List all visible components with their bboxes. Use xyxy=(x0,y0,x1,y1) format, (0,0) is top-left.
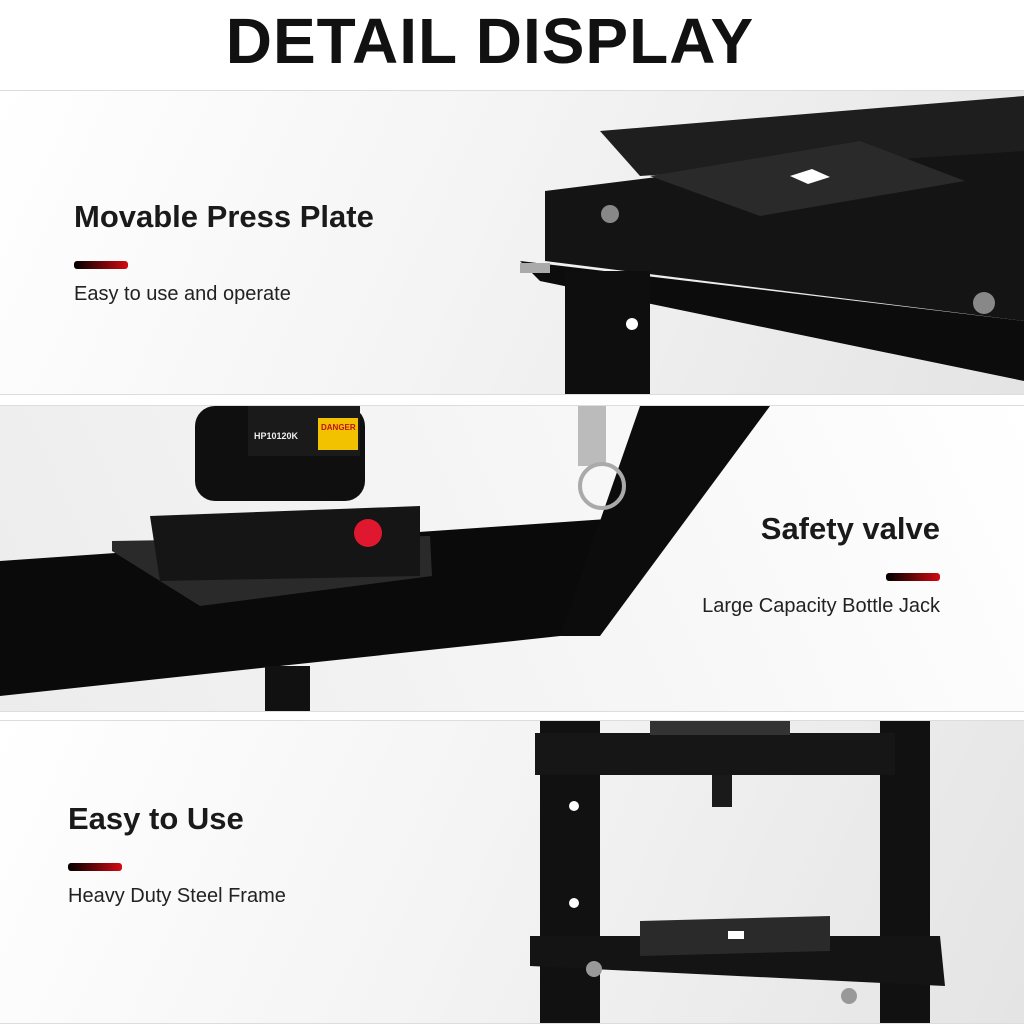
feature-panel-steel-frame: Easy to Use Heavy Duty Steel Frame xyxy=(0,720,1024,1024)
feature-subtitle: Large Capacity Bottle Jack xyxy=(702,595,940,617)
feature-subtitle: Easy to use and operate xyxy=(74,283,291,305)
jack-warning-sticker xyxy=(318,418,358,450)
bottle-jack-image: HP10120K DANGER xyxy=(0,406,770,711)
feature-heading: Movable Press Plate xyxy=(74,199,374,234)
accent-bar xyxy=(68,863,122,871)
jack-model-label: HP10120K xyxy=(254,431,299,441)
feature-subtitle: Heavy Duty Steel Frame xyxy=(68,885,286,907)
steel-frame-image xyxy=(530,721,945,1023)
jack-warning-label: DANGER xyxy=(321,423,356,432)
accent-bar xyxy=(886,573,940,581)
press-plate-image xyxy=(520,96,1024,394)
feature-panel-safety-valve: HP10120K DANGER Safety valve Large Capac… xyxy=(0,405,1024,712)
feature-panel-press-plate: Movable Press Plate Easy to use and oper… xyxy=(0,90,1024,395)
accent-bar xyxy=(74,261,128,269)
feature-heading: Safety valve xyxy=(760,511,940,546)
page-title: DETAIL DISPLAY xyxy=(225,5,755,77)
feature-heading: Easy to Use xyxy=(68,801,244,836)
